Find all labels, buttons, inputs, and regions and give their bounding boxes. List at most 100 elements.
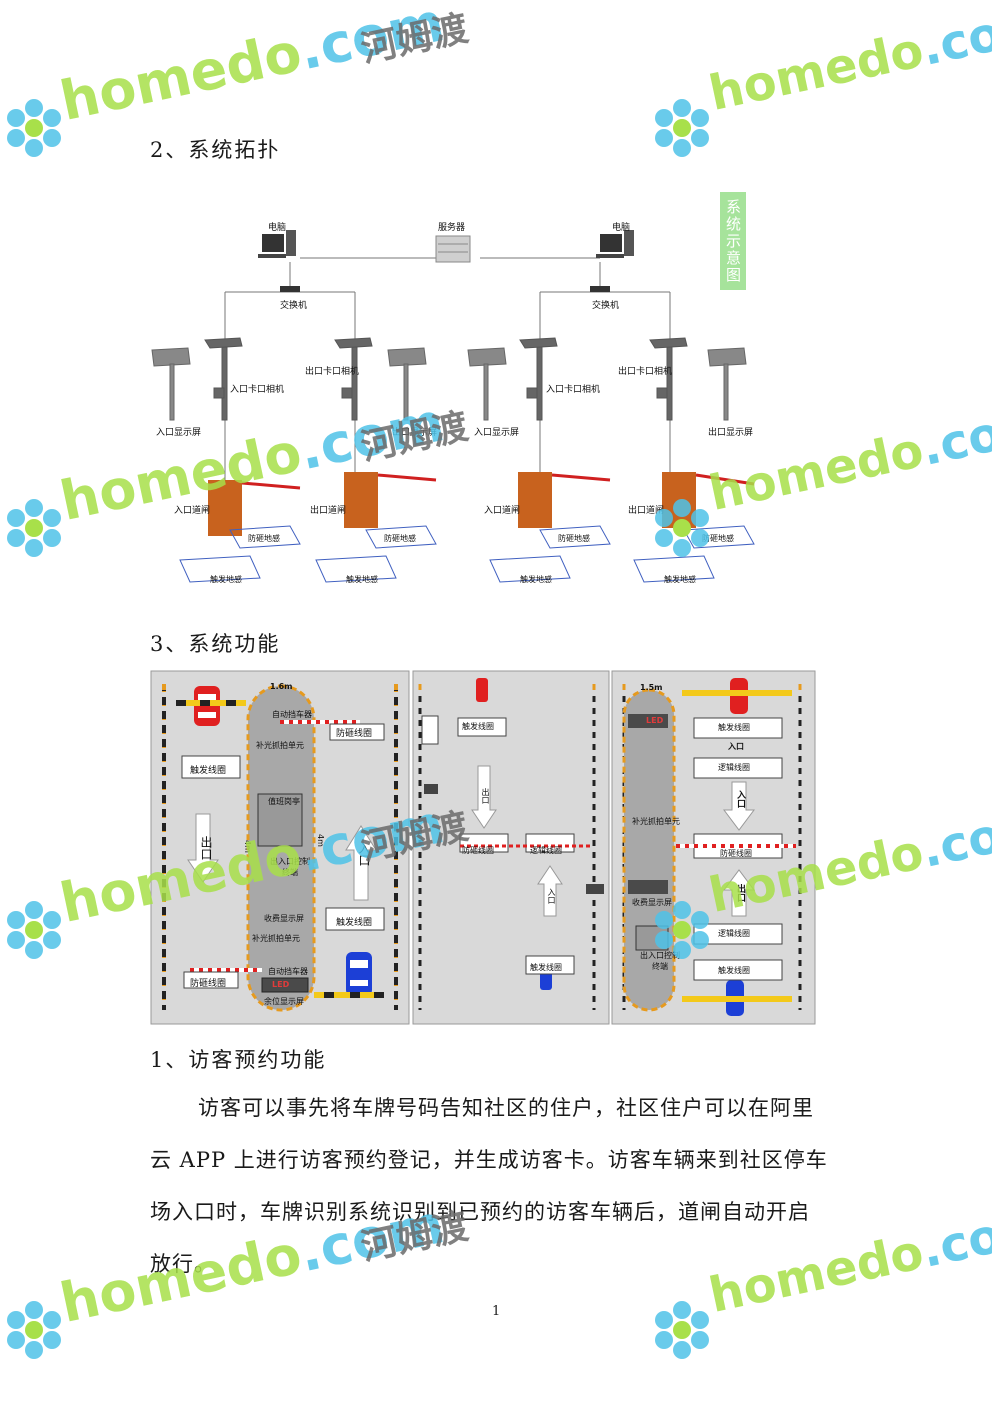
label-led: LED [646,716,664,725]
display-screen-icon [707,347,747,367]
label-trigger-coil: 触发线圈 [336,918,373,928]
label-exit-camera: 出口卡口相机 [305,367,360,377]
flower-logo-icon [7,1301,61,1359]
display-screen-icon [467,347,507,367]
label-logic-coil: 逻辑线圈 [530,846,562,855]
label-length: 4m [316,834,325,847]
label-anti-smash-loop: 防砸地感 [558,534,590,543]
flower-logo-icon [7,99,61,157]
camera-pole-icon [351,339,358,421]
island-shape [246,684,316,1012]
label-controller: 出入口控制终端 [640,951,680,971]
label-anti-smash-loop: 防砸地感 [702,534,734,543]
section-heading-topology: 2、系统拓扑 [150,138,281,162]
label-entry-display: 入口显示屏 [156,428,202,438]
label-entry-camera: 入口卡口相机 [546,385,601,395]
label-width: 1.6m [270,682,293,691]
label-trigger-coil: 触发线圈 [530,963,562,972]
lane-layout-diagram [150,670,816,1025]
camera-pole-icon [666,339,673,421]
server-icon [435,235,471,263]
label-entry-gate: 入口道闸 [484,506,521,516]
label-logic-coil: 逻辑线圈 [718,929,750,938]
flower-logo-icon [655,1301,709,1359]
label-anti-smash-coil: 防砸线圈 [190,979,227,989]
label-led: LED [272,980,290,989]
label-trigger-loop: 触发地感 [664,575,696,584]
label-entry-arrow: 入口 [547,888,556,904]
label-fill-light: 补光抓拍单元 [256,741,304,750]
barrier-gate-icon [518,472,552,528]
label-server: 服务器 [438,223,466,233]
label-anti-smash-loop: 防砸地感 [384,534,416,543]
paragraph-line: 放行。 [150,1252,216,1276]
label-entry: 入口 [728,742,744,751]
barrier-gate-icon [662,472,696,528]
flower-logo-icon [655,99,709,157]
duty-booth-icon [257,793,303,847]
label-exit-display: 出口显示屏 [708,428,754,438]
label-trigger-loop: 触发地感 [520,575,552,584]
label-width: 1.5m [640,683,663,692]
label-trigger-coil: 触发线圈 [718,723,750,732]
label-entry-camera: 入口卡口相机 [230,385,285,395]
label-auto-barrier: 自动挡车器 [272,710,312,719]
page-number: 1 [492,1304,501,1319]
label-computer-right: 电脑 [612,223,631,233]
label-entry-arrow: 入口 [735,790,745,808]
label-trigger-coil: 触发线圈 [718,966,750,975]
label-anti-smash-coil: 防砸线圈 [336,729,373,739]
label-auto-barrier: 自动挡车器 [268,967,308,976]
flower-logo-icon [7,901,61,959]
label-exit-gate: 出口道闸 [310,506,347,516]
label-fee-display: 收费显示屏 [264,914,304,923]
label-logic-coil: 逻辑线圈 [718,763,750,772]
flower-logo-icon [7,499,61,557]
red-car-icon [176,686,246,726]
label-entry-gate: 入口道闸 [174,506,211,516]
camera-pole-icon [221,339,228,421]
label-switch-left: 交换机 [280,301,308,311]
display-screen-icon [151,347,191,367]
label-entry-arrow: 入口 [357,842,371,866]
label-fill-light: 补光抓拍单元 [252,934,300,943]
switch-left-icon [280,286,300,292]
label-trigger-coil: 触发线圈 [462,722,494,731]
section-heading-function: 3、系统功能 [150,632,281,656]
barrier-gate-icon [344,472,378,528]
label-exit-arrow: 出口 [481,788,490,804]
paragraph-line: 云 APP 上进行访客预约登记，并生成访客卡。访客车辆来到社区停车 [150,1148,828,1172]
paragraph-line: 访客可以事先将车牌号码告知社区的住户，社区住户可以在阿里 [198,1096,814,1120]
label-anti-smash-loop: 防砸地感 [248,534,280,543]
label-fee-display: 收费显示屏 [632,898,672,907]
display-screen-icon [387,347,427,367]
label-length: 4m [243,840,252,853]
label-controller: 出入口控制终端 [270,857,310,877]
label-trigger-coil: 触发线圈 [190,766,227,776]
topology-diagram [151,230,755,583]
label-anti-smash-coil: 防砸线圈 [720,849,752,858]
label-trigger-loop: 触发地感 [210,575,242,584]
label-fill-light: 补光抓拍单元 [632,817,680,826]
label-duty-booth: 值班岗亭 [268,797,300,806]
camera-pole-icon [536,339,543,421]
blue-car-icon [314,952,384,998]
label-switch-right: 交换机 [592,301,620,311]
barrier-gate-icon [208,480,242,536]
visitor-paragraph: 访客可以事先将车牌号码告知社区的住户，社区住户可以在阿里 云 APP 上进行访客… [150,1082,850,1290]
switch-right-icon [590,286,610,292]
label-exit-display: 出口显示屏 [392,428,438,438]
watermark-brand: homedo.com [704,0,992,122]
label-exit-camera: 出口卡口相机 [618,367,673,377]
label-computer-left: 电脑 [268,223,287,233]
watermark-cn: 河姆渡 [357,8,472,71]
label-anti-smash-coil: 防砸线圈 [462,846,494,855]
side-label: 系统示意图 [720,192,746,290]
label-exit-arrow: 出口 [735,884,745,902]
section-heading-visitor: 1、访客预约功能 [150,1048,327,1072]
watermark-brand: homedo.com [54,0,450,133]
label-exit-gate: 出口道闸 [628,506,665,516]
label-trigger-loop: 触发地感 [346,575,378,584]
paragraph-line: 场入口时，车牌识别系统识别到已预约的访客车辆后，道闸自动开启 [150,1200,810,1224]
label-exit-arrow: 出口 [199,836,213,860]
